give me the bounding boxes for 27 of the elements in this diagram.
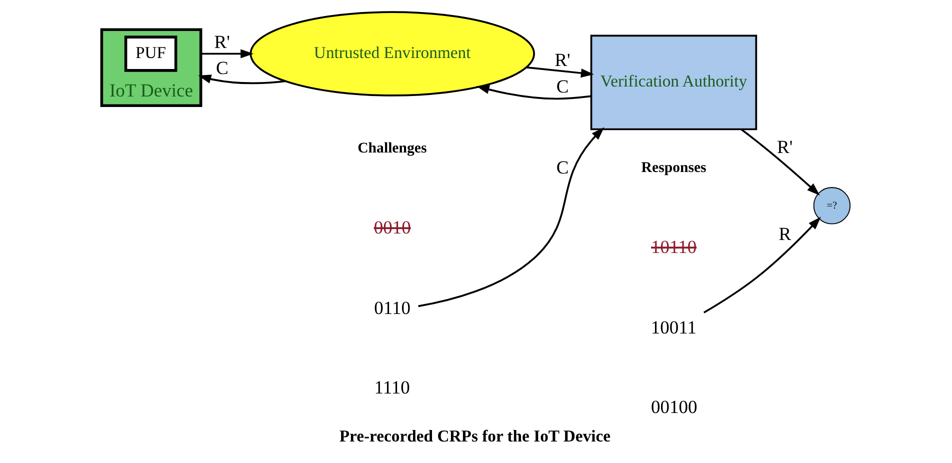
arrow	[703, 216, 821, 314]
edge-label: C	[216, 58, 228, 80]
node-box: Verification Authority	[590, 34, 758, 130]
arrow	[198, 74, 286, 84]
label: 10110	[651, 236, 697, 258]
edge-label: C	[556, 157, 569, 178]
label: 00100	[651, 397, 698, 418]
label: 1110	[374, 378, 410, 399]
edge-label: R'	[214, 32, 230, 54]
arrow	[476, 85, 592, 100]
node-circle: =?	[813, 187, 851, 224]
arrow	[200, 49, 254, 58]
node-text: 0110	[374, 298, 411, 320]
arrow	[740, 128, 820, 196]
edge-label: R'	[777, 136, 793, 158]
node-text: 10011	[650, 318, 697, 339]
edge-label: R	[778, 224, 792, 245]
edge-label: R'	[554, 50, 570, 71]
arrow	[418, 127, 604, 308]
label: Challenges	[358, 140, 427, 157]
node-box: PUF	[124, 36, 178, 72]
arrow	[526, 66, 594, 78]
label: 0010	[374, 217, 411, 238]
node-ellipse: Untrusted Environment	[250, 11, 535, 96]
edge-label: C	[556, 76, 569, 98]
caption: Pre-recorded CRPs for the IoT Device	[339, 426, 611, 446]
label: Responses	[641, 160, 706, 176]
